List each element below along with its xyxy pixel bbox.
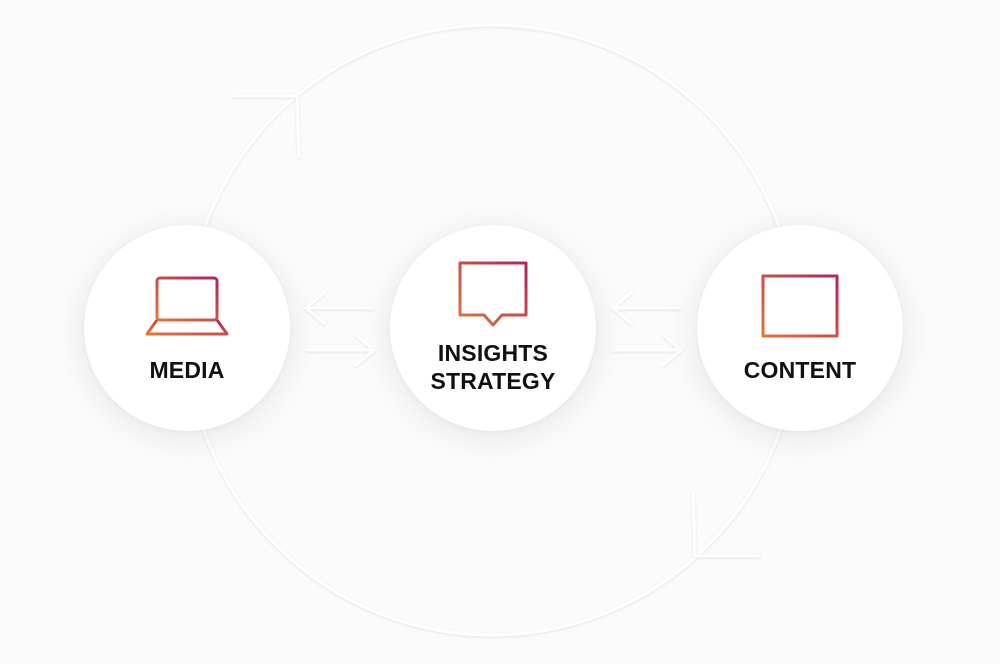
ring-arrow-bottom-icon <box>691 490 760 558</box>
insights-strategy-label: INSIGHTS STRATEGY <box>430 339 555 395</box>
arrow-left-insights-icon <box>610 290 681 326</box>
ring-arrow-top-icon <box>233 94 301 159</box>
insights-strategy-node: INSIGHTS STRATEGY <box>390 225 596 431</box>
laptop-icon <box>142 272 232 342</box>
content-node: CONTENT <box>697 225 903 431</box>
content-label: CONTENT <box>743 357 857 383</box>
media-label: MEDIA <box>149 357 225 383</box>
arrow-left-media-icon <box>303 290 374 326</box>
insights-label-line2: STRATEGY <box>430 368 556 394</box>
speech-bubble-icon <box>448 261 538 331</box>
media-node: MEDIA <box>84 225 290 431</box>
insights-label-line1: INSIGHTS <box>437 340 549 366</box>
arrow-right-insights-icon <box>306 332 377 368</box>
arrow-right-content-icon <box>613 332 684 368</box>
layout-icon <box>755 272 845 342</box>
